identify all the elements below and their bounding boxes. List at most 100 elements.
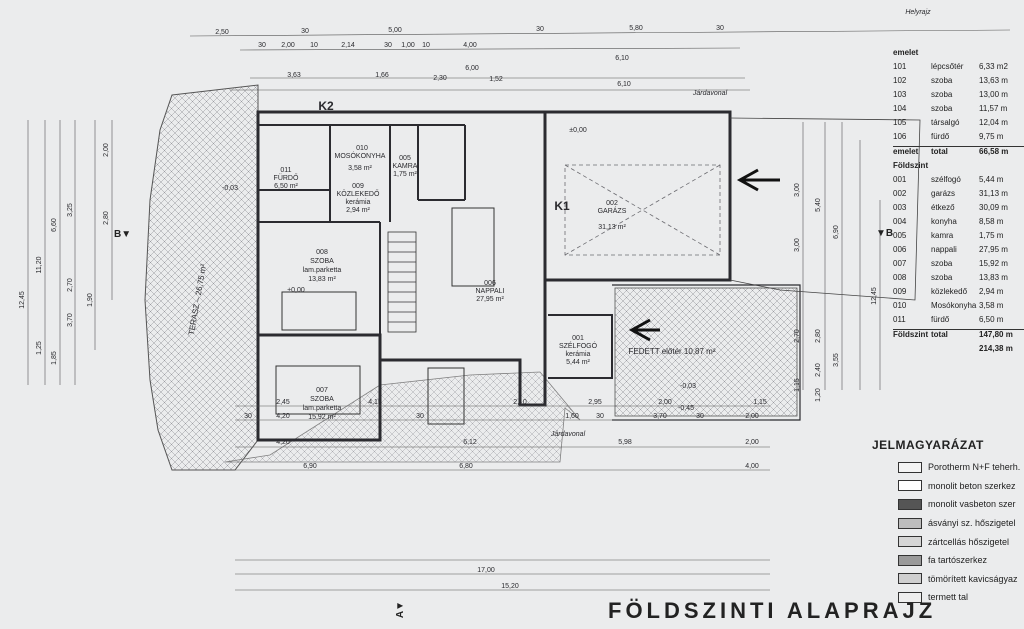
svg-text:1,00: 1,00 — [401, 42, 415, 49]
legend-label: Porotherm N+F teherh. — [928, 462, 1021, 473]
svg-text:5,98: 5,98 — [618, 439, 632, 446]
svg-text:4,20: 4,20 — [276, 413, 290, 420]
legend-swatch — [898, 480, 922, 492]
svg-text:2,30: 2,30 — [433, 75, 447, 82]
legend-swatch — [898, 554, 922, 566]
svg-text:12,45: 12,45 — [19, 291, 26, 309]
svg-text:5,40: 5,40 — [815, 198, 822, 212]
label-r002a: 002 — [606, 200, 618, 207]
legend-item: monolit vasbeton szer — [898, 495, 1024, 514]
label-r009d: 2,94 m² — [346, 207, 370, 214]
inner-walls — [258, 124, 466, 335]
label-r011c: 6,50 m² — [274, 183, 298, 190]
label-r010c: 3,58 m² — [348, 165, 372, 172]
svg-text:3,70: 3,70 — [653, 413, 667, 420]
covered-porch — [614, 287, 798, 417]
dimension-values-left: 12,45 11,20 6,60 3,25 2,70 3,70 1,90 1,2… — [19, 143, 110, 365]
label-r006c: 27,95 m² — [476, 296, 504, 303]
svg-text:3,55: 3,55 — [833, 353, 840, 367]
legend-item: ásványi sz. hőszigetel — [898, 514, 1024, 533]
svg-text:10: 10 — [422, 42, 430, 49]
svg-text:30: 30 — [716, 25, 724, 32]
svg-text:3,00: 3,00 — [794, 183, 801, 197]
legend-swatch — [898, 517, 922, 529]
svg-text:3,63: 3,63 — [287, 72, 301, 79]
legend-heading: JELMAGYARÁZAT — [872, 438, 984, 452]
svg-text:2,00: 2,00 — [745, 413, 759, 420]
svg-text:30: 30 — [258, 42, 266, 49]
area-foldszint-total: Földszint total 147,80 m — [893, 329, 1024, 344]
legend-label: monolit vasbeton szer — [928, 499, 1016, 510]
svg-text:10: 10 — [310, 42, 318, 49]
legend-swatch — [898, 573, 922, 585]
svg-text:11,20: 11,20 — [36, 256, 43, 273]
svg-text:6,10: 6,10 — [615, 55, 629, 62]
svg-text:2,00: 2,00 — [658, 399, 672, 406]
label-r009b: KÖZLEKEDŐ — [337, 189, 380, 198]
svg-text:2,80: 2,80 — [103, 211, 110, 225]
entry-arrow-garage — [736, 168, 780, 192]
legend-label: tömörített kavicságyaz — [928, 573, 1018, 584]
level-minus-045: -0,45 — [678, 405, 694, 412]
dimension-lines-top — [189, 29, 1011, 91]
drawing-title: FÖLDSZINTI ALAPRAJZ — [608, 598, 937, 623]
label-r002c: 31,13 m² — [598, 224, 626, 231]
svg-text:17,00: 17,00 — [477, 567, 495, 574]
label-r010a: 010 — [356, 145, 368, 152]
legend-item: monolit beton szerkez — [898, 477, 1024, 496]
svg-text:30: 30 — [416, 413, 424, 420]
label-r006a: 006 — [484, 280, 496, 287]
section-mark-b-right: ▼B — [876, 228, 894, 239]
legend-item: fa tartószerkez — [898, 551, 1024, 570]
label-r005a: 005 — [399, 155, 411, 162]
bed-007 — [275, 365, 361, 415]
garage-car-outline — [564, 164, 721, 256]
dimension-values: 2,50 30 5,00 30 5,80 30 30 2,00 10 2,14 … — [215, 25, 767, 590]
label-r001a: 001 — [572, 335, 584, 342]
label-r001d: 5,44 m² — [566, 359, 590, 366]
legend-label: ásványi sz. hőszigetel — [928, 518, 1016, 529]
svg-text:2,70: 2,70 — [794, 329, 801, 343]
svg-text:6,10: 6,10 — [617, 81, 631, 88]
legend-label: termett tal — [928, 592, 969, 603]
svg-text:6,90: 6,90 — [833, 225, 840, 239]
level-zero-2: ±0,00 — [287, 287, 305, 294]
label-r007d: 15,92 m² — [308, 414, 336, 421]
svg-text:5,80: 5,80 — [629, 25, 643, 32]
svg-text:2,00: 2,00 — [745, 439, 759, 446]
label-r007c: lam.parketta — [303, 405, 342, 412]
label-jardavonal-top: Járdavonal — [692, 90, 728, 97]
svg-text:1,52: 1,52 — [489, 76, 503, 83]
svg-text:1,15: 1,15 — [794, 378, 801, 392]
svg-text:1,15: 1,15 — [753, 399, 767, 406]
label-r008b: SZOBA — [310, 258, 334, 265]
label-r005c: 1,75 m² — [393, 171, 417, 178]
label-r008a: 008 — [316, 249, 328, 256]
svg-text:1,25: 1,25 — [36, 341, 43, 355]
svg-text:1,85: 1,85 — [51, 351, 58, 365]
svg-text:1,66: 1,66 — [375, 72, 389, 79]
svg-text:6,12: 6,12 — [463, 439, 477, 446]
sofa — [427, 367, 465, 425]
section-mark-a: A▼ — [395, 600, 407, 619]
area-emelet-heading: emelet — [893, 48, 919, 57]
svg-text:30: 30 — [384, 42, 392, 49]
label-r009c: kerámia — [346, 199, 371, 206]
area-foldszint-heading: Földszint — [893, 161, 929, 170]
svg-text:4,00: 4,00 — [745, 463, 759, 470]
svg-text:2,14: 2,14 — [341, 42, 355, 49]
legend-swatch — [898, 591, 922, 603]
